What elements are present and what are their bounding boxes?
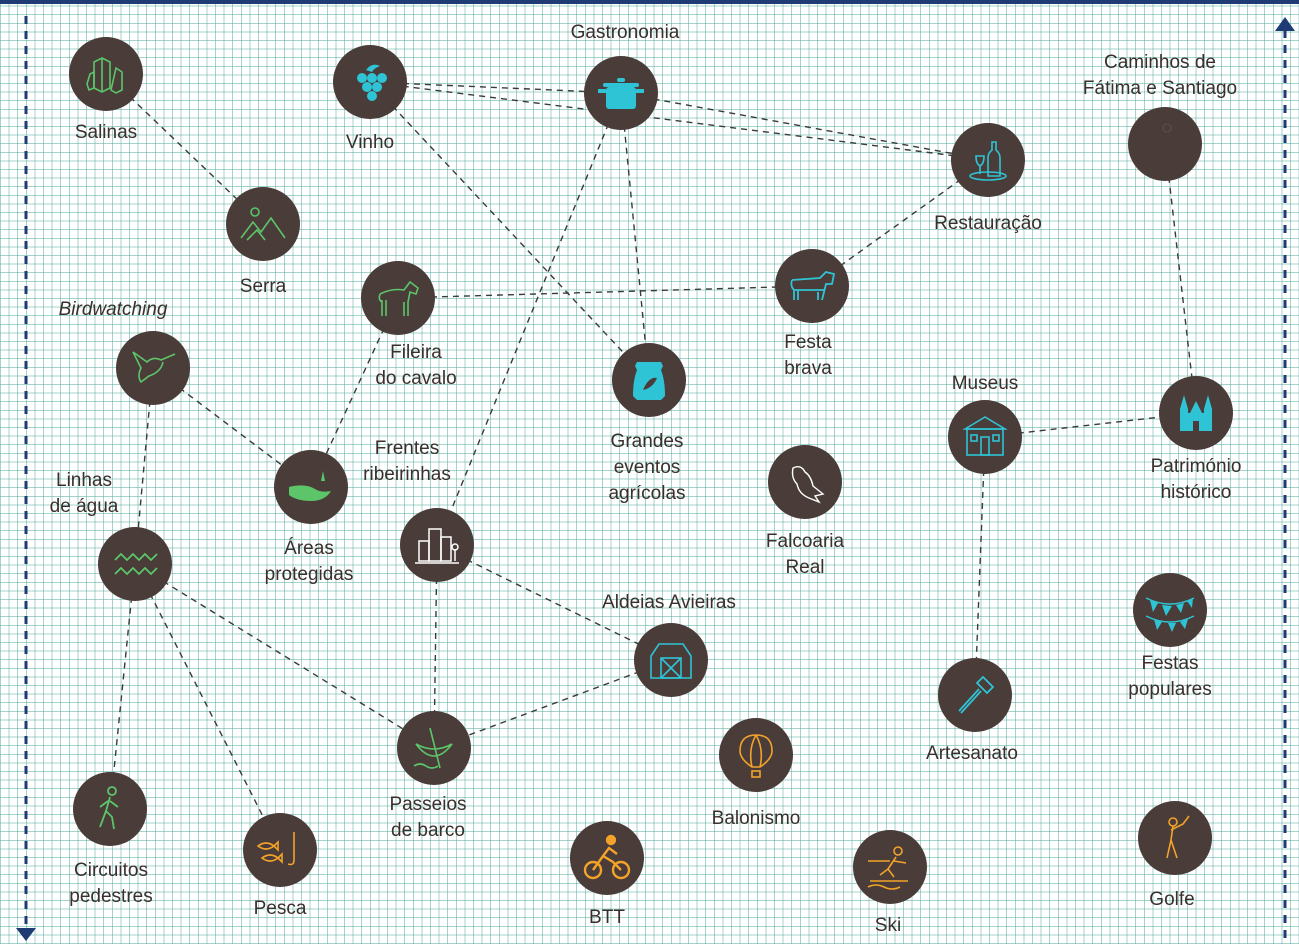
node-falcoaria[interactable] <box>768 445 842 519</box>
left-axis-arrow <box>16 16 36 941</box>
label-balonismo: Balonismo <box>711 808 801 829</box>
node-btt[interactable] <box>570 821 644 895</box>
grapes-icon <box>357 64 387 101</box>
node-ski[interactable] <box>853 830 927 904</box>
pilgrim-hiker-icon <box>1162 123 1172 133</box>
right-axis-arrow <box>1275 17 1295 944</box>
river-landscape-icon <box>289 471 331 501</box>
church-icon <box>1180 395 1212 431</box>
top-border <box>0 0 1299 4</box>
riverside-buildings-icon <box>415 528 459 564</box>
hummingbird-icon <box>132 351 176 384</box>
label-golfe: Golfe <box>1149 889 1195 910</box>
label-museus: Museus <box>951 373 1019 394</box>
bull-icon <box>790 271 836 301</box>
node-caminhos[interactable] <box>1128 107 1202 181</box>
node-fileira[interactable] <box>361 261 435 335</box>
node-frentes[interactable] <box>400 508 474 582</box>
node-festa[interactable] <box>775 249 849 323</box>
edge-fileira-festa <box>397 285 813 299</box>
craft-tool-icon <box>958 675 995 714</box>
horse-icon <box>378 280 419 316</box>
node-balonismo[interactable] <box>719 718 793 792</box>
node-linhas[interactable] <box>98 527 172 601</box>
label-ski: Ski <box>874 915 902 936</box>
node-gastronomia[interactable] <box>584 56 658 130</box>
node-festas[interactable] <box>1133 573 1207 647</box>
node-museus[interactable] <box>948 400 1022 474</box>
node-grandes[interactable] <box>612 343 686 417</box>
node-circuitos[interactable] <box>73 772 147 846</box>
feed-sack-icon <box>633 362 665 400</box>
cyclist-icon <box>583 834 631 880</box>
node-artesanato[interactable] <box>938 658 1012 732</box>
edge-museus-artesanato <box>974 436 986 696</box>
label-salinas: Salinas <box>74 122 138 143</box>
edge-caminhos-patrimonio <box>1164 143 1197 414</box>
node-pesca[interactable] <box>243 813 317 887</box>
label-restauracao: Restauração <box>934 213 1042 234</box>
node-patrimonio[interactable] <box>1159 376 1233 450</box>
barn-icon <box>650 643 692 679</box>
node-vinho[interactable] <box>333 45 407 119</box>
label-vinho: Vinho <box>345 132 395 153</box>
falcon-icon <box>791 465 825 504</box>
museum-building-icon <box>962 416 1008 456</box>
edge-linhas-passeios <box>134 563 435 749</box>
edge-gastronomia-restauracao <box>620 92 989 161</box>
edge-aldeias-passeios <box>433 659 672 749</box>
crystals-icon <box>86 57 123 94</box>
wine-bottle-plate-icon <box>969 141 1007 181</box>
node-birdwatching[interactable] <box>116 331 190 405</box>
label-serra: Serra <box>239 276 287 297</box>
golfer-icon <box>1166 815 1190 859</box>
fish-hook-icon <box>256 832 295 866</box>
node-restauracao[interactable] <box>951 123 1025 197</box>
water-waves-icon <box>114 552 158 576</box>
label-birdwatching: Birdwatching <box>58 299 168 320</box>
node-passeios[interactable] <box>397 711 471 785</box>
label-pesca: Pesca <box>253 898 307 919</box>
cooking-pot-icon <box>598 78 644 109</box>
label-artesanato: Artesanato <box>926 743 1018 764</box>
node-golfe[interactable] <box>1138 801 1212 875</box>
water-ski-icon <box>867 846 908 890</box>
edge-vinho-grandes <box>369 81 650 381</box>
edge-gastronomia-grandes <box>620 92 650 381</box>
mountain-sun-icon <box>240 207 286 241</box>
node-serra[interactable] <box>226 187 300 261</box>
edge-gastronomia-frentes <box>436 92 622 546</box>
edge-linhas-pesca <box>134 563 281 851</box>
label-aldeias: Aldeias Avieiras <box>602 592 736 613</box>
node-salinas[interactable] <box>69 37 143 111</box>
canoe-icon <box>413 727 453 769</box>
walking-person-icon <box>99 786 119 830</box>
edge-vinho-restauracao <box>369 81 989 161</box>
label-btt: BTT <box>589 907 625 928</box>
hot-air-balloon-icon <box>739 734 773 778</box>
edge-linhas-circuitos <box>109 563 136 810</box>
node-areas[interactable] <box>274 450 348 524</box>
edge-vinho-gastronomia <box>369 81 622 94</box>
label-gastronomia: Gastronomia <box>570 22 680 43</box>
bunting-flags-icon <box>1145 597 1195 632</box>
node-aldeias[interactable] <box>634 623 708 697</box>
